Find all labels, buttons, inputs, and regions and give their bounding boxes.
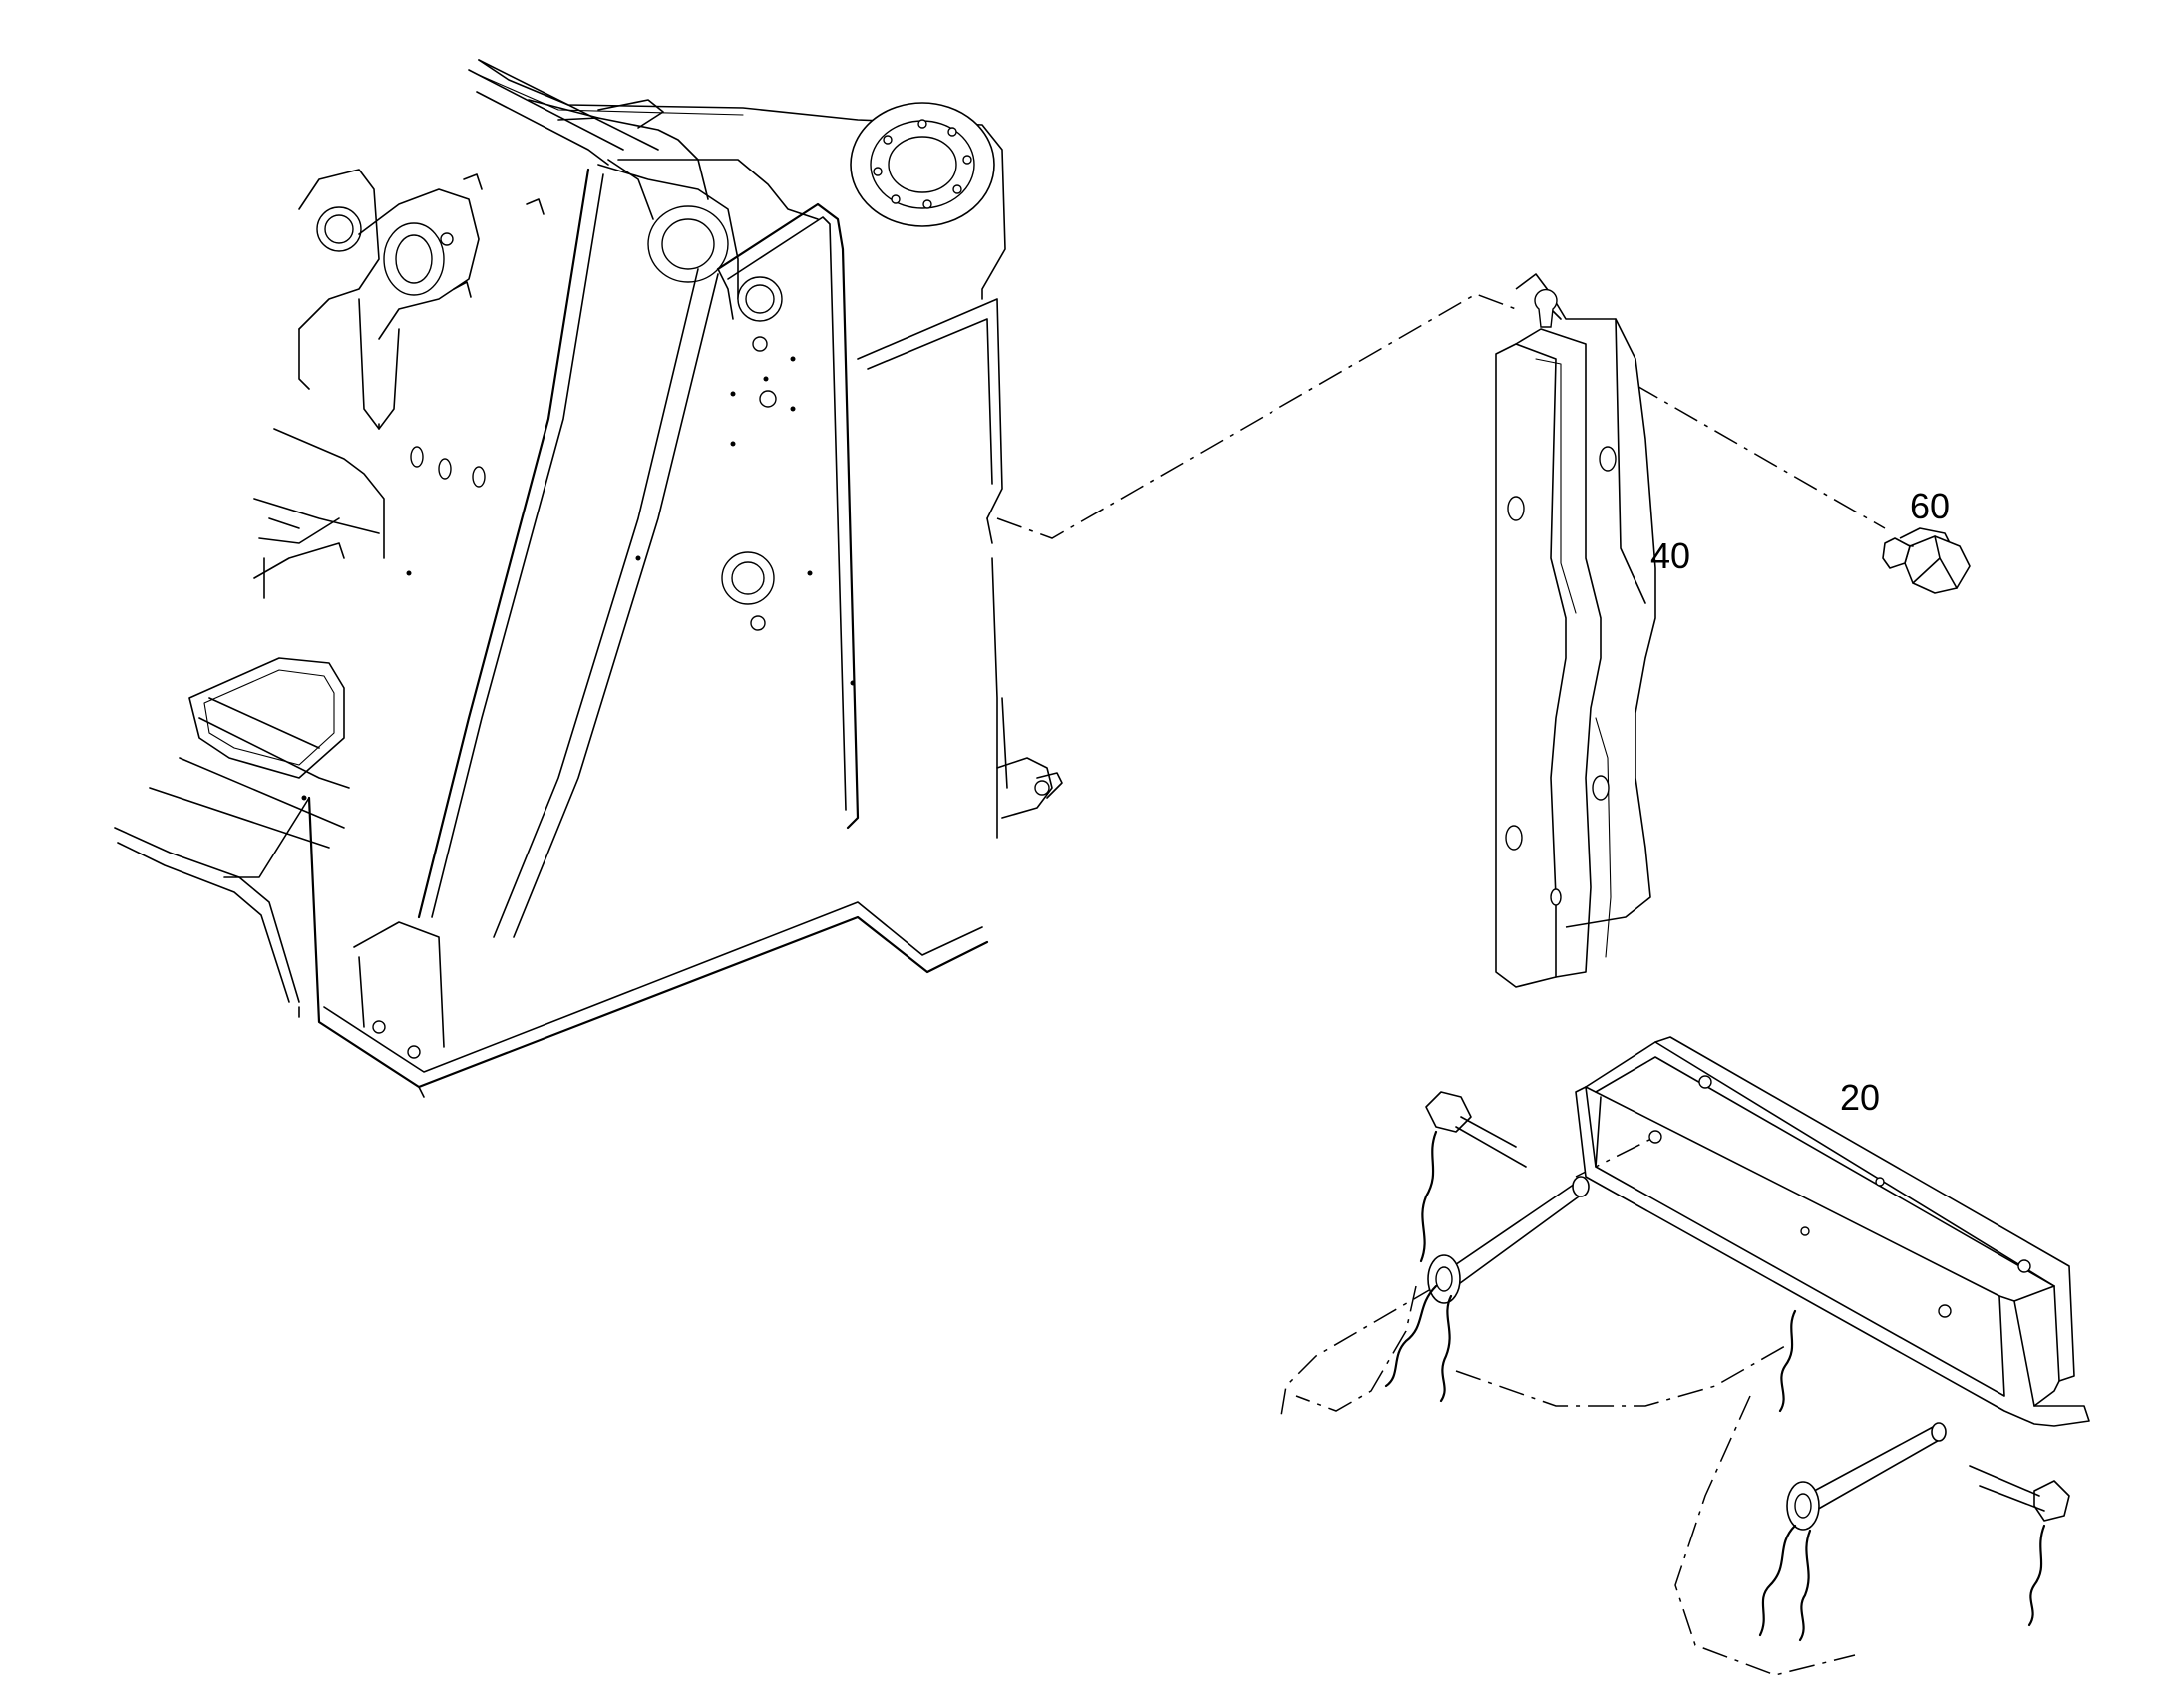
- ring-bolt-holes: [873, 119, 972, 209]
- bracket-item-40: [1495, 273, 1656, 988]
- pin-lower: [1758, 1422, 2070, 1642]
- leader-lines: [996, 293, 1886, 1676]
- callout-60: 60: [1910, 486, 1950, 526]
- machine-frame: [114, 59, 1063, 1098]
- channel-item-20: [1575, 1036, 2090, 1427]
- callout-20: 20: [1840, 1077, 1880, 1118]
- callout-40: 40: [1650, 535, 1690, 576]
- bolt-item-60: [1882, 527, 1971, 594]
- pin-upper: [1384, 1091, 1797, 1413]
